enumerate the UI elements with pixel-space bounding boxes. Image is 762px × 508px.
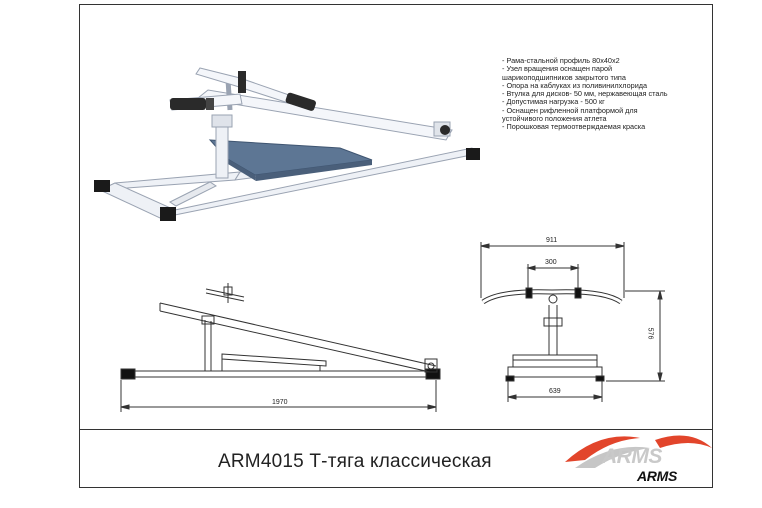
handle-spacing-dimension: 300 <box>545 259 557 266</box>
drawing-frame <box>79 4 713 488</box>
spec-item: - Оснащен рифленной платформой для <box>502 105 638 115</box>
spec-item: - Втулка для дисков- 50 мм, нержавеющая … <box>502 89 668 99</box>
brand-logo-large: ARMS <box>602 445 662 468</box>
spec-item: устойчивого положения атлета <box>502 114 607 124</box>
spec-item: - Допустимая нагрузка - 500 кг <box>502 97 605 107</box>
platform <box>208 139 373 176</box>
foot-pad <box>160 207 176 221</box>
side-view <box>120 283 441 412</box>
product-title: ARM4015 Т-тяга классическая <box>218 451 492 472</box>
width-dimension: 911 <box>546 237 558 244</box>
machine-render <box>94 67 480 221</box>
foot-pad <box>94 180 110 192</box>
spec-list: - Рама-стальной профиль 80х40х2 - Узел в… <box>502 56 714 132</box>
length-dimension: 1970 <box>272 399 288 406</box>
spec-item: - Порошковая термоотверждаемая краска <box>502 122 646 132</box>
spec-item: - Узел вращения оснащен парой <box>502 64 613 74</box>
spec-item: шарикоподшипников закрытого типа <box>502 72 626 82</box>
spec-item: - Рама-стальной профиль 80х40х2 <box>502 56 620 65</box>
brand-logo-small: ARMS <box>637 468 678 484</box>
base-width-dimension: 639 <box>549 388 561 395</box>
height-dimension: 576 <box>646 327 654 340</box>
spec-item: - Опора на каблуках из поливинилхлорида <box>502 80 648 90</box>
front-view <box>480 242 665 402</box>
title-divider <box>79 429 713 430</box>
foot-pad <box>466 148 480 160</box>
arms-logo-mark <box>565 435 712 468</box>
